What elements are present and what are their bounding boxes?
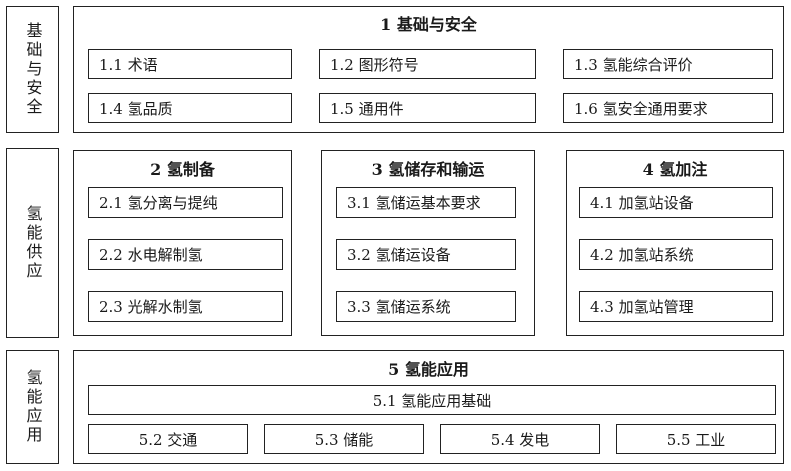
item-2-2: 2.2 水电解制氢 [88, 239, 283, 270]
group-hydrogen-storage-transport-title: 3 氢储存和输运 [371, 160, 485, 179]
item-5-5: 5.5 工业 [616, 424, 776, 454]
item-3-2: 3.2 氢储运设备 [336, 239, 516, 270]
section-application-title: 5 氢能应用 [388, 360, 469, 379]
side-label-supply: 氢能供应 [6, 148, 59, 338]
item-5-1: 5.1 氢能应用基础 [88, 385, 776, 415]
side-label-supply-text: 氢能供应 [23, 205, 43, 281]
item-1-2: 1.2 图形符号 [319, 49, 536, 79]
item-5-3: 5.3 储能 [264, 424, 424, 454]
item-2-1: 2.1 氢分离与提纯 [88, 187, 283, 218]
item-1-3: 1.3 氢能综合评价 [563, 49, 773, 79]
item-5-2: 5.2 交通 [88, 424, 248, 454]
item-3-1: 3.1 氢储运基本要求 [336, 187, 516, 218]
item-3-3: 3.3 氢储运系统 [336, 291, 516, 322]
side-label-foundation-text: 基础与安全 [23, 22, 43, 117]
side-label-application: 氢能应用 [6, 350, 59, 464]
item-4-1: 4.1 加氢站设备 [579, 187, 773, 218]
item-4-2: 4.2 加氢站系统 [579, 239, 773, 270]
group-hydrogen-refueling-title: 4 氢加注 [642, 160, 708, 179]
side-label-application-text: 氢能应用 [23, 369, 43, 445]
item-1-6: 1.6 氢安全通用要求 [563, 93, 773, 123]
section-foundation-title: 1 基础与安全 [380, 15, 477, 34]
item-1-4: 1.4 氢品质 [88, 93, 292, 123]
item-1-5: 1.5 通用件 [319, 93, 536, 123]
item-5-4: 5.4 发电 [440, 424, 600, 454]
side-label-foundation: 基础与安全 [6, 6, 59, 133]
group-hydrogen-production-title: 2 氢制备 [150, 160, 215, 179]
item-2-3: 2.3 光解水制氢 [88, 291, 283, 322]
item-4-3: 4.3 加氢站管理 [579, 291, 773, 322]
item-1-1: 1.1 术语 [88, 49, 292, 79]
